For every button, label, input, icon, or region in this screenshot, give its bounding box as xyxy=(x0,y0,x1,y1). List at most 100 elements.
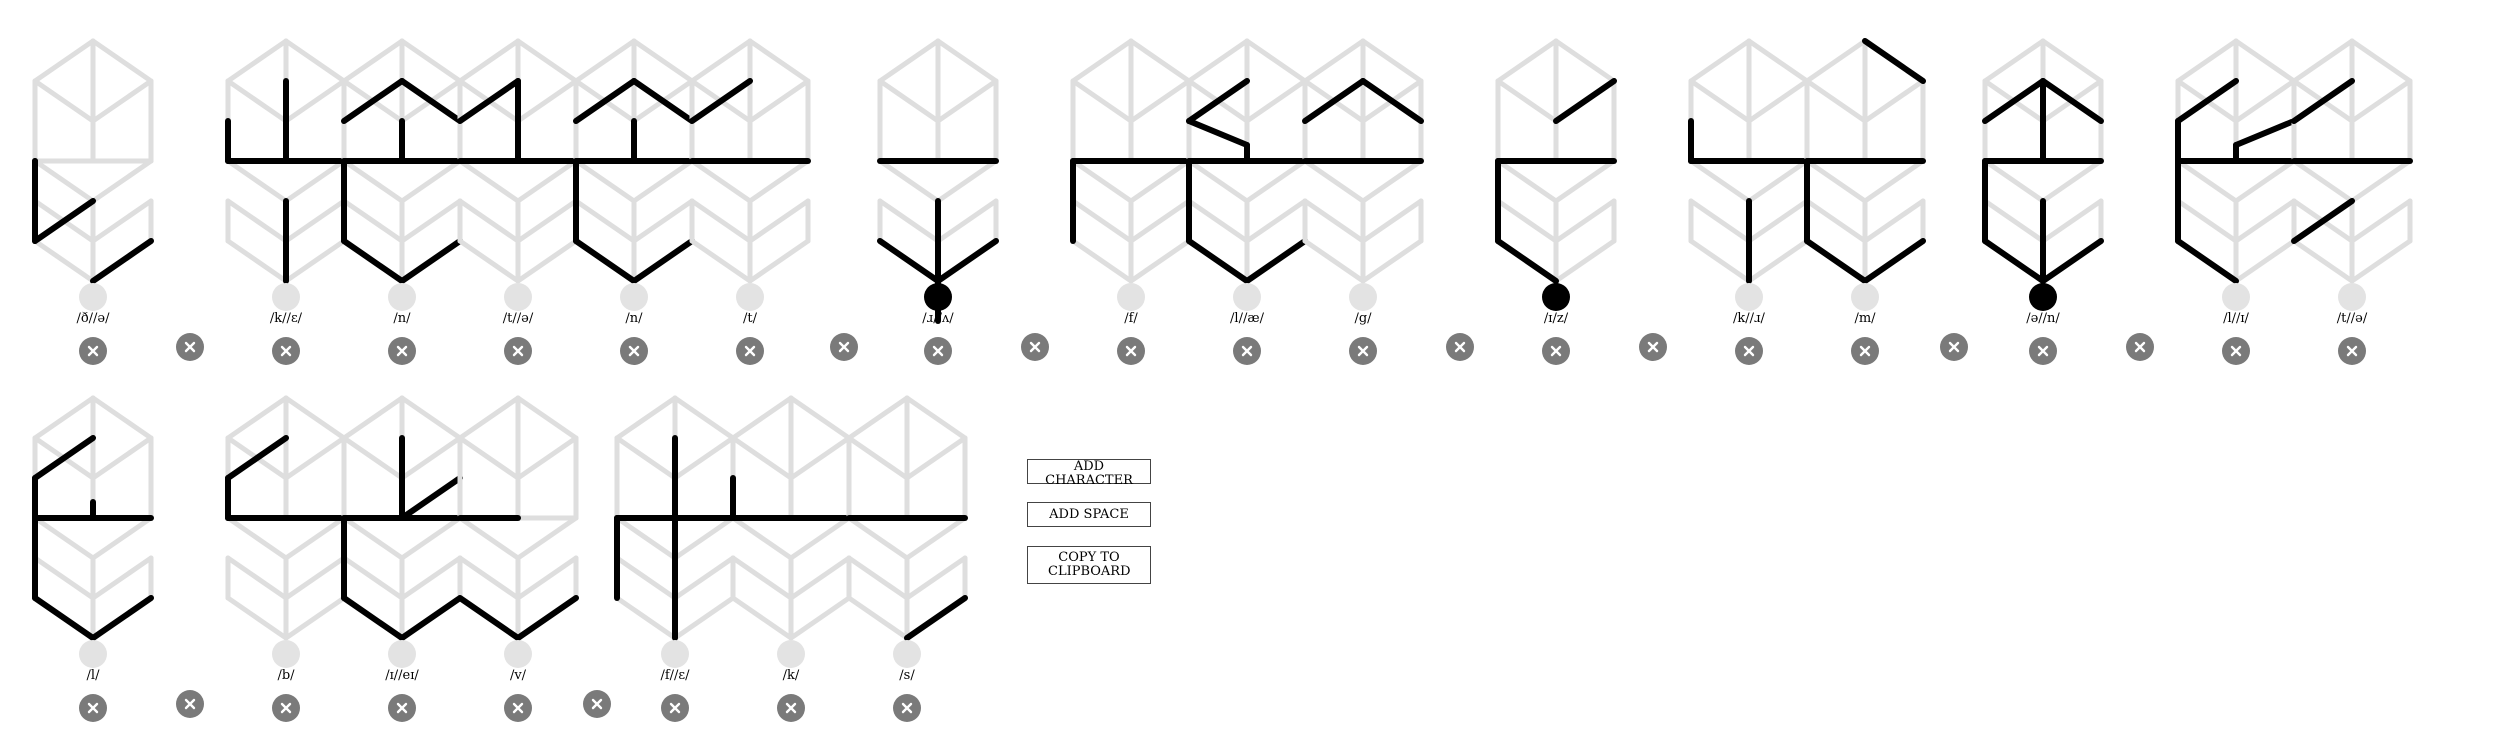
glyph-strokes xyxy=(457,515,579,641)
delete-space-button[interactable] xyxy=(1638,333,1667,361)
glyph[interactable] xyxy=(573,21,695,311)
vowel-dot xyxy=(1542,283,1570,311)
phoneme-label: /t//ə/ xyxy=(2336,311,2368,326)
delete-glyph-button[interactable] xyxy=(1735,337,1763,365)
glyph[interactable] xyxy=(1186,21,1308,311)
delete-glyph-button[interactable] xyxy=(388,337,416,365)
delete-space-button[interactable] xyxy=(1445,333,1474,361)
glyph[interactable] xyxy=(1688,21,1810,311)
glyph[interactable] xyxy=(2291,21,2413,311)
glyph[interactable] xyxy=(225,21,347,311)
delete-space-button[interactable] xyxy=(1940,333,1968,361)
glyph-placeholder-dot xyxy=(272,640,300,668)
delete-glyph-button[interactable] xyxy=(736,337,764,365)
glyph-strokes xyxy=(1495,78,1617,284)
glyph[interactable] xyxy=(1495,21,1617,311)
phoneme-label: /f//ɛ/ xyxy=(660,668,690,683)
delete-glyph-button[interactable] xyxy=(1349,337,1377,365)
delete-space-button[interactable] xyxy=(2125,333,2154,361)
glyph[interactable] xyxy=(730,378,852,668)
delete-glyph-button[interactable] xyxy=(272,337,300,365)
glyph[interactable] xyxy=(846,378,968,668)
phoneme-label: /k//ɛ/ xyxy=(269,311,303,326)
glyph-placeholder-dot xyxy=(1349,283,1377,311)
glyph[interactable] xyxy=(225,378,347,668)
delete-space-button[interactable] xyxy=(830,333,858,361)
delete-space-button[interactable] xyxy=(175,333,204,361)
glyph-placeholder-dot xyxy=(1117,283,1145,311)
glyph-strokes xyxy=(32,158,154,284)
delete-space-button[interactable] xyxy=(582,690,611,718)
glyph-placeholder-dot xyxy=(79,640,107,668)
glyph[interactable] xyxy=(341,378,463,668)
glyph-strokes xyxy=(1804,38,1926,284)
glyph-placeholder-dot xyxy=(2222,283,2250,311)
glyph[interactable] xyxy=(341,21,463,311)
delete-glyph-button[interactable] xyxy=(2029,337,2057,365)
vowel-dot xyxy=(924,283,952,311)
glyph[interactable] xyxy=(614,378,736,668)
glyph-placeholder-dot xyxy=(79,283,107,311)
delete-glyph-button[interactable] xyxy=(924,337,952,365)
phoneme-label: /n/ xyxy=(625,311,643,326)
glyph-strokes xyxy=(689,78,811,164)
delete-glyph-button[interactable] xyxy=(504,694,532,722)
glyph-placeholder-dot xyxy=(893,640,921,668)
delete-space-button[interactable] xyxy=(1020,333,1049,361)
glyph[interactable] xyxy=(2175,21,2297,311)
phoneme-label: /n/ xyxy=(393,311,411,326)
delete-glyph-button[interactable] xyxy=(2338,337,2366,365)
glyph[interactable] xyxy=(1804,21,1926,311)
delete-glyph-button[interactable] xyxy=(1117,337,1145,365)
glyph[interactable] xyxy=(1070,21,1192,311)
glyph-placeholder-dot xyxy=(388,640,416,668)
glyph-strokes xyxy=(2291,78,2413,244)
add-space-button[interactable]: ADD SPACE xyxy=(1027,502,1151,527)
glyph-placeholder-dot xyxy=(1233,283,1261,311)
glyph-strokes xyxy=(341,78,463,284)
delete-glyph-button[interactable] xyxy=(79,337,107,365)
glyph-placeholder-dot xyxy=(736,283,764,311)
glyph[interactable] xyxy=(1982,21,2104,311)
add-character-button[interactable]: ADD CHARACTER xyxy=(1027,459,1151,488)
glyph[interactable] xyxy=(457,21,579,311)
delete-glyph-button[interactable] xyxy=(388,694,416,722)
phoneme-label: /l//ɪ/ xyxy=(2223,311,2249,326)
phoneme-label: /ə//n/ xyxy=(2026,311,2060,326)
glyph[interactable] xyxy=(32,378,154,668)
delete-glyph-button[interactable] xyxy=(620,337,648,365)
phoneme-label: /g/ xyxy=(1354,311,1372,326)
delete-glyph-button[interactable] xyxy=(661,694,689,722)
delete-glyph-button[interactable] xyxy=(893,694,921,722)
glyph-placeholder-dot xyxy=(388,283,416,311)
delete-glyph-button[interactable] xyxy=(79,694,107,722)
phoneme-label: /k/ xyxy=(782,668,800,683)
vowel-dot xyxy=(2029,283,2057,311)
glyph[interactable] xyxy=(457,378,579,668)
delete-glyph-button[interactable] xyxy=(777,694,805,722)
copy-to-clipboard-button[interactable]: COPY TO CLIPBOARD xyxy=(1027,546,1151,584)
phoneme-label: /l/ xyxy=(86,668,100,683)
delete-glyph-button[interactable] xyxy=(504,337,532,365)
glyph-placeholder-dot xyxy=(1851,283,1879,311)
glyph-placeholder-dot xyxy=(661,640,689,668)
glyph-strokes xyxy=(2175,78,2297,284)
glyph-strokes xyxy=(846,515,968,641)
phoneme-label: /m/ xyxy=(1854,311,1876,326)
delete-glyph-button[interactable] xyxy=(272,694,300,722)
delete-glyph-button[interactable] xyxy=(2222,337,2250,365)
glyph-strokes xyxy=(573,78,695,284)
glyph-strokes xyxy=(1302,78,1424,164)
glyph-strokes xyxy=(32,435,154,641)
glyph[interactable] xyxy=(1302,21,1424,311)
glyph-strokes xyxy=(457,78,579,164)
delete-glyph-button[interactable] xyxy=(1542,337,1570,365)
delete-space-button[interactable] xyxy=(175,690,204,718)
glyph-strokes xyxy=(1186,78,1308,284)
delete-glyph-button[interactable] xyxy=(1851,337,1879,365)
delete-glyph-button[interactable] xyxy=(1233,337,1261,365)
glyph[interactable] xyxy=(689,21,811,311)
glyph[interactable] xyxy=(32,21,154,311)
glyph[interactable] xyxy=(877,21,999,324)
